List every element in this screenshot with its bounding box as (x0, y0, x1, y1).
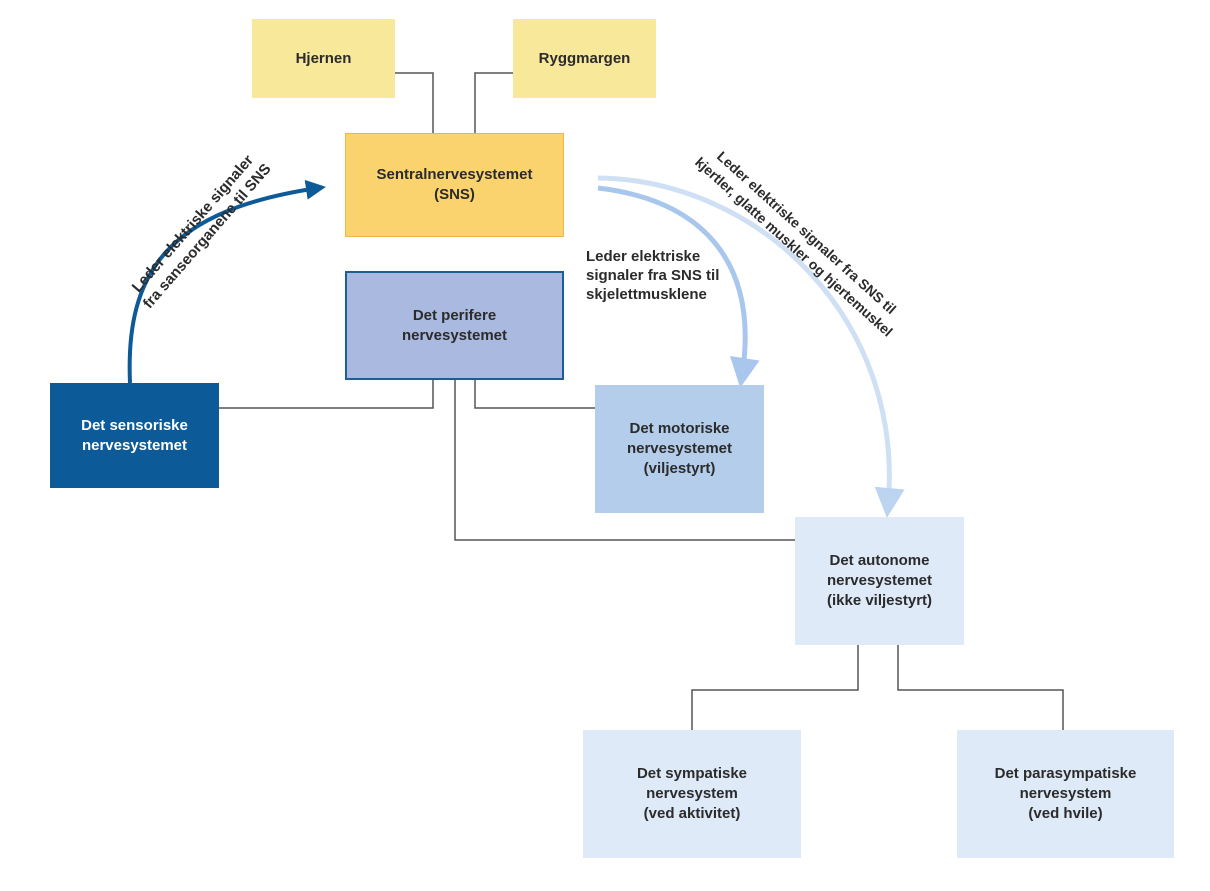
node-sympatiske-nervesystem: Det sympatiske nervesystem (ved aktivite… (583, 730, 801, 858)
arrow-sns-to-motor (597, 185, 760, 388)
node-parasympatiske-nervesystem: Det parasympatiske nervesystem (ved hvil… (957, 730, 1174, 858)
line-perifere-autonome (454, 380, 795, 541)
node-sentralnervesystemet: Sentralnervesystemet (SNS) (345, 133, 564, 237)
node-ryggmargen: Ryggmargen (513, 19, 656, 98)
line-sensoriske-perifere (219, 380, 434, 409)
line-hjernen-sns (395, 72, 434, 133)
label-sns-to-motor: Leder elektriske signaler fra SNS til sk… (586, 248, 720, 303)
node-hjernen: Hjernen (252, 19, 395, 98)
node-autonome-nervesystemet: Det autonome nervesystemet (ikke viljest… (795, 517, 964, 645)
line-autonome-parasympatiske (897, 645, 1064, 730)
node-motoriske-nervesystemet: Det motoriske nervesystemet (viljestyrt) (595, 385, 764, 513)
line-perifere-motoriske (474, 380, 595, 409)
node-perifere-nervesystemet: Det perifere nervesystemet (345, 271, 564, 380)
line-ryggmargen-sns (474, 72, 513, 133)
arrow-sns-to-autonomic (597, 175, 905, 518)
node-sensoriske-nervesystemet: Det sensoriske nervesystemet (50, 383, 219, 488)
arrow-sensory-to-sns (127, 179, 326, 384)
line-autonome-sympatiske (691, 645, 859, 730)
